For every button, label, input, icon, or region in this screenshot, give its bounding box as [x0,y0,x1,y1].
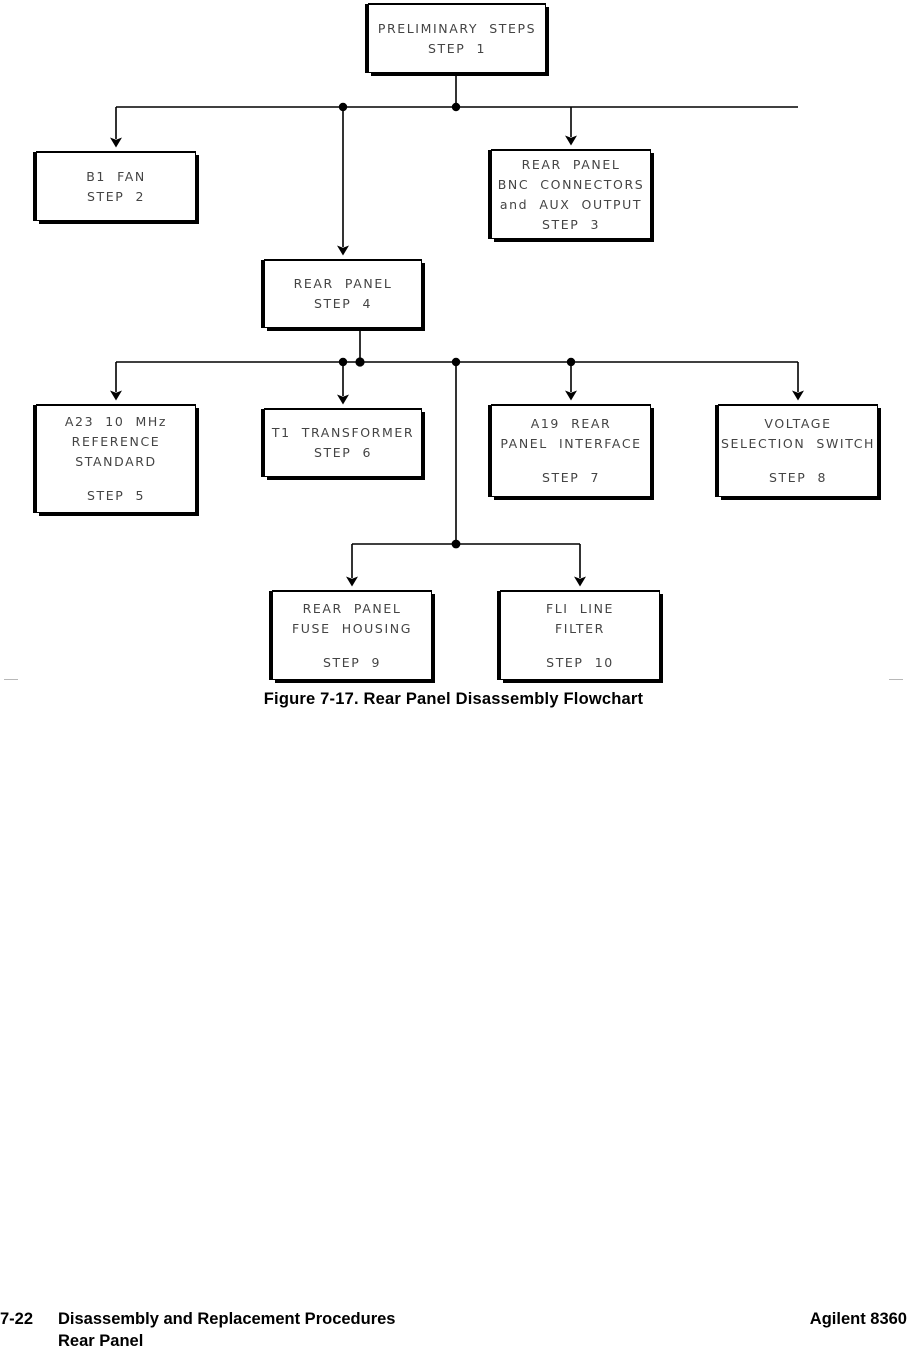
flow-node-step1[interactable]: PRELIMINARY STEPS STEP 1 [368,4,546,73]
junction-dot [338,102,348,112]
flowchart-diagram: PRELIMINARY STEPS STEP 1 B1 FAN STEP 2 R… [36,4,878,680]
flow-node-line: A19 REAR [530,416,612,431]
flow-node-step5[interactable]: A23 10 MHz REFERENCE STANDARD STEP 5 [36,405,196,513]
flow-node-step-label: STEP 4 [313,296,373,311]
flow-node-line: FUSE HOUSING [292,620,412,636]
footer-product-name: Agilent 8360 [809,1310,907,1328]
junction-dot [451,357,461,367]
flow-node-step-label: STEP 2 [86,188,146,204]
flow-node-line: and AUX OUTPUT [499,196,643,212]
junction-dot [451,539,461,549]
flow-node-line: B1 FAN [86,168,146,184]
flow-node-step3[interactable]: REAR PANEL BNC CONNECTORS and AUX OUTPUT… [491,150,651,239]
crop-mark-left [4,679,18,680]
flow-node-step8[interactable]: VOLTAGE SELECTION SWITCH STEP 8 [718,405,878,497]
flow-node-step6[interactable]: T1 TRANSFORMER STEP 6 [264,409,422,477]
footer-left-group: 7-22 Disassembly and Replacement Procedur… [0,1310,395,1329]
flow-node-line: BNC CONNECTORS [497,176,645,192]
flow-node-step-label: STEP 9 [322,654,382,670]
flow-node-line: REAR PANEL [293,276,393,291]
flow-node-line: T1 TRANSFORMER [271,425,415,440]
flow-node-line: STANDARD [75,454,157,469]
junction-dots [338,102,576,549]
flow-node-step2[interactable]: B1 FAN STEP 2 [36,152,196,221]
flow-node-line: FILTER [555,620,605,636]
footer-subsection-title: Rear Panel [58,1332,144,1350]
flow-node-step4[interactable]: REAR PANEL STEP 4 [264,260,422,328]
flow-node-line: VOLTAGE [764,416,832,431]
flow-node-line: FLI LINE [545,600,615,616]
flow-node-line: PRELIMINARY STEPS [377,20,537,36]
flow-node-line: PANEL INTERFACE [500,436,642,451]
flow-node-line: REFERENCE [71,434,161,449]
flow-node-step10[interactable]: FLI LINE FILTER STEP 10 [500,591,660,680]
figure-caption: Figure 7-17. Rear Panel Disassembly Flow… [263,690,644,708]
junction-dot [355,357,365,367]
flowchart-connectors [110,76,804,587]
junction-dot [451,102,461,112]
flow-node-step7[interactable]: A19 REAR PANEL INTERFACE STEP 7 [491,405,651,497]
page-footer: 7-22 Disassembly and Replacement Procedur… [0,1310,907,1356]
flow-node-step-label: STEP 3 [541,216,601,232]
flow-node-step-label: STEP 10 [546,654,614,670]
flow-node-line: REAR PANEL [521,156,621,172]
footer-section-title: Disassembly and Replacement Procedures [58,1310,396,1328]
flow-node-line: A23 10 MHz [64,414,168,429]
flow-node-line: REAR PANEL [302,600,402,616]
flow-node-line: SELECTION SWITCH [720,436,876,451]
flow-node-step-label: STEP 7 [541,470,601,485]
crop-mark-right [889,679,903,680]
flow-node-step-label: STEP 8 [768,470,828,485]
junction-dot [338,357,348,367]
flow-node-step-label: STEP 1 [427,40,487,56]
flow-node-step9[interactable]: REAR PANEL FUSE HOUSING STEP 9 [272,591,432,680]
junction-dot [566,357,576,367]
flow-node-step-label: STEP 6 [313,445,373,460]
footer-page-number: 7-22 [0,1310,34,1328]
flow-node-step-label: STEP 5 [86,488,146,503]
